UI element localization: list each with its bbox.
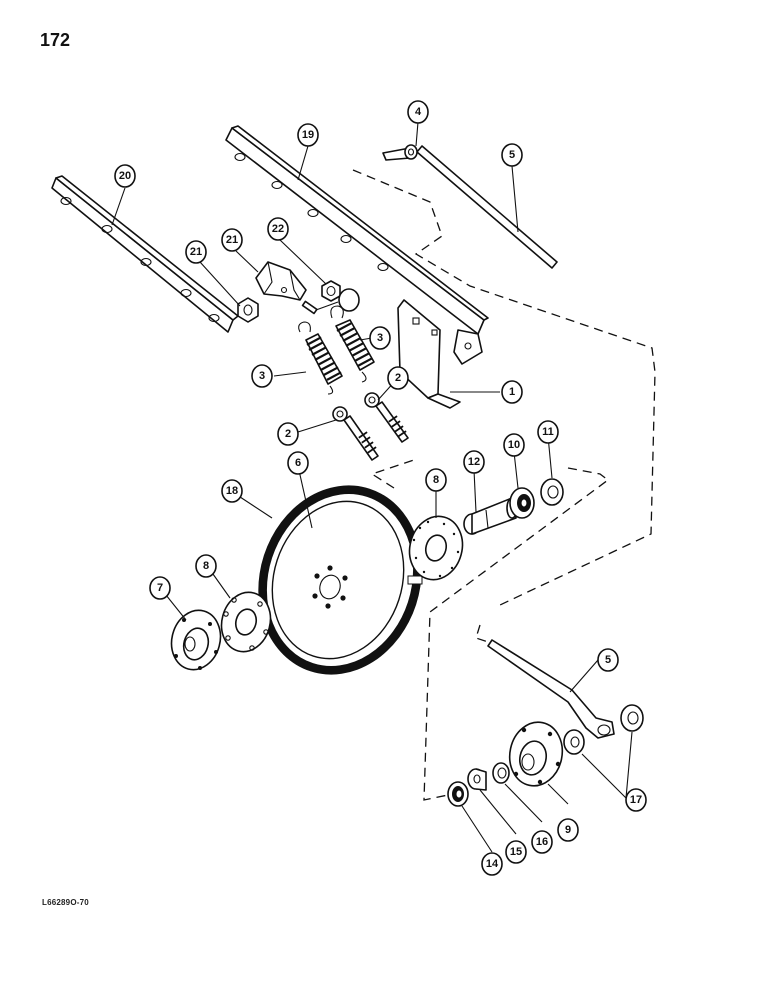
part-2-eye-bolt-left — [332, 406, 379, 461]
callout-5-lower-label: 5 — [605, 654, 611, 666]
callout-12-label: 12 — [468, 456, 480, 468]
callout-18: 19 — [297, 123, 319, 147]
callout-3-right: 3 — [369, 326, 391, 350]
callout-17: 18 — [221, 479, 243, 503]
part-20-spring-bracket — [255, 261, 307, 301]
callout-7: 7 — [149, 576, 171, 600]
callout-12: 12 — [463, 450, 485, 474]
callout-2-right: 2 — [387, 366, 409, 390]
callout-18-label: 19 — [302, 129, 314, 141]
callout-11-label: 11 — [542, 426, 554, 438]
callout-14-label: 15 — [510, 846, 522, 858]
part-6-wheel-disc — [271, 500, 423, 660]
part-4-bushing — [404, 144, 418, 160]
dashed-assembly-lines — [352, 169, 656, 801]
figure-code: L66289O-70 — [42, 898, 89, 907]
callout-1-label: 1 — [509, 386, 515, 398]
part-3-spring-right — [330, 305, 375, 383]
part-10-bearing — [509, 487, 535, 519]
callout-4: 4 — [407, 100, 429, 124]
callout-19-label: 20 — [119, 170, 131, 182]
callout-10-label: 10 — [508, 439, 520, 451]
callout-20: 21 — [221, 228, 243, 252]
callout-15: 16 — [531, 830, 553, 854]
callout-22 — [338, 288, 360, 312]
part-9-hub-flange — [508, 721, 564, 787]
part-15-washer — [492, 762, 510, 784]
callout-8-left: 8 — [195, 554, 217, 578]
callout-21-left: 21 — [185, 240, 207, 264]
part-13-bearing — [447, 781, 469, 807]
callout-4-label: 4 — [415, 106, 422, 118]
callout-8-right: 8 — [425, 468, 447, 492]
leader-lines — [111, 121, 633, 853]
callout-7-label: 7 — [157, 582, 163, 594]
part-1-bracket — [397, 299, 461, 409]
part-21-nut-left — [237, 297, 259, 323]
callout-11: 11 — [537, 420, 559, 444]
callout-17-label: 18 — [226, 485, 238, 497]
callout-14: 15 — [505, 840, 527, 864]
callout-21-right-label: 22 — [272, 223, 284, 235]
part-7-hub — [170, 609, 222, 671]
part-21-nut-right — [321, 280, 341, 302]
callout-2-left-label: 2 — [285, 428, 291, 440]
callout-2-right-label: 2 — [395, 372, 401, 384]
part-18-mounting-bar — [225, 125, 489, 365]
callout-8-right-label: 8 — [433, 474, 439, 486]
callout-5-lower: 5 — [597, 648, 619, 672]
part-5-axle-rod-lower — [487, 639, 615, 739]
callout-16-label: 17 — [630, 794, 642, 806]
part-5-rod-upper — [382, 145, 558, 269]
part-3-spring-left — [298, 321, 343, 395]
page-number: 172 — [40, 30, 71, 50]
callout-3-left-label: 3 — [259, 370, 265, 382]
callout-1: 1 — [501, 380, 523, 404]
callout-19: 20 — [114, 164, 136, 188]
part-14-nut — [467, 768, 487, 791]
callout-13: 14 — [481, 852, 503, 876]
part-16-washer-a — [563, 729, 585, 755]
callout-21-right: 22 — [267, 217, 289, 241]
part-19-flat-bar — [51, 175, 239, 333]
callout-6: 6 — [287, 451, 309, 475]
callout-13-label: 14 — [486, 858, 499, 870]
part-22-pin — [301, 300, 318, 315]
callout-9-label: 9 — [565, 824, 571, 836]
callout-9: 9 — [557, 818, 579, 842]
part-12-spindle — [463, 497, 518, 535]
callout-5-upper: 5 — [501, 143, 523, 167]
part-16-washer-b — [620, 704, 644, 732]
callout-10: 10 — [503, 433, 525, 457]
part-11-washer — [540, 478, 564, 506]
callout-3-right-label: 3 — [377, 332, 383, 344]
callout-21-left-label: 21 — [190, 246, 202, 258]
part-2-eye-bolt-right — [364, 392, 409, 443]
callout-5-upper-label: 5 — [509, 149, 515, 161]
callout-2-left: 2 — [277, 422, 299, 446]
part-8-gasket-right — [408, 515, 464, 581]
part-8-gasket-left — [220, 591, 272, 653]
callout-8-left-label: 8 — [203, 560, 209, 572]
callout-15-label: 16 — [536, 836, 548, 848]
callout-16: 17 — [625, 788, 647, 812]
callout-3-left: 3 — [251, 364, 273, 388]
callout-6-label: 6 — [295, 457, 301, 469]
callout-20-label: 21 — [226, 234, 238, 246]
